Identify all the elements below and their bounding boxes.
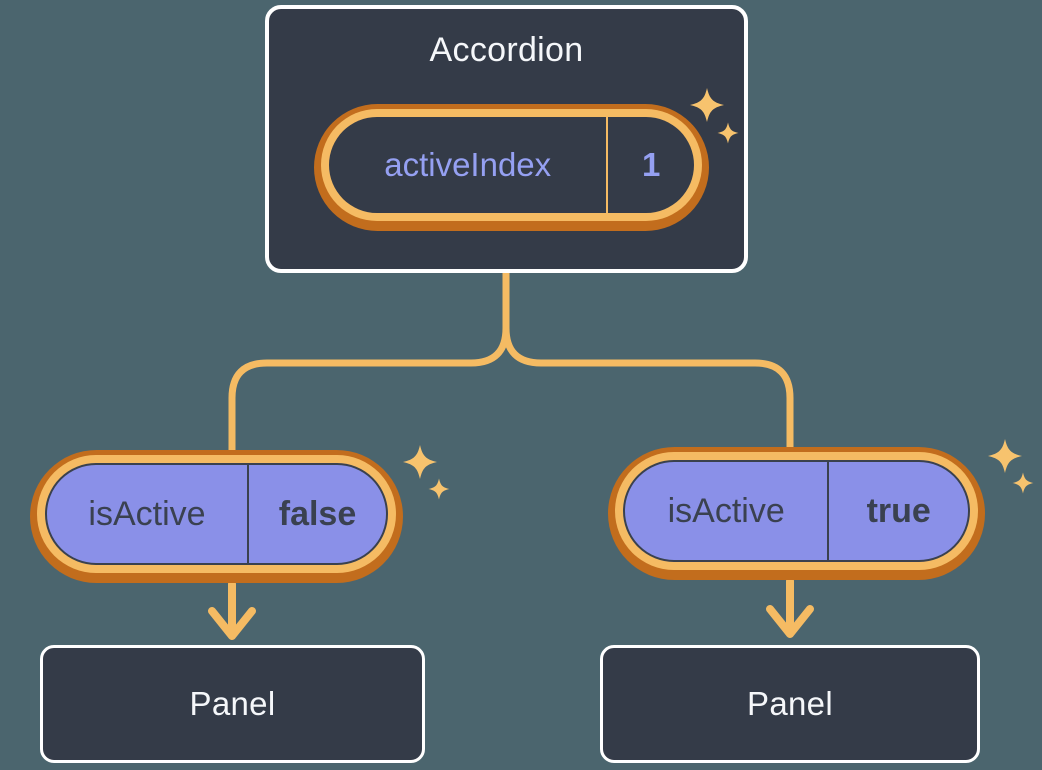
prop-value: false	[278, 494, 357, 533]
state-pill-activeindex: activeIndex 1	[314, 104, 709, 231]
panel-box-right: Panel	[600, 645, 980, 763]
prop-name-label: isActive	[88, 494, 206, 533]
prop-pill-isactive-right: isActive true	[608, 447, 985, 580]
sparkles-icon	[403, 445, 450, 500]
state-value: 1	[642, 146, 661, 183]
panel-box-left: Panel	[40, 645, 425, 763]
sparkles-icon	[988, 439, 1034, 494]
tree-edge-right	[502, 267, 794, 457]
panel-title: Panel	[189, 685, 276, 722]
prop-name-label: isActive	[667, 491, 785, 530]
down-arrow-icon	[766, 577, 814, 638]
state-pill-inner-ring: activeIndex 1	[321, 109, 702, 221]
down-arrow-icon	[208, 580, 256, 640]
prop-pill-inner-ring: isActive true	[615, 452, 978, 570]
prop-pill-inner-ring: isActive false	[37, 455, 396, 573]
panel-title: Panel	[747, 685, 833, 722]
prop-value: true	[866, 491, 931, 530]
accordion-title: Accordion	[429, 31, 584, 69]
tree-edge-left	[228, 267, 510, 460]
prop-pill-isactive-left: isActive false	[30, 450, 403, 583]
accordion-component-box: Accordion activeIndex 1	[265, 5, 748, 273]
state-name-label: activeIndex	[384, 146, 552, 183]
